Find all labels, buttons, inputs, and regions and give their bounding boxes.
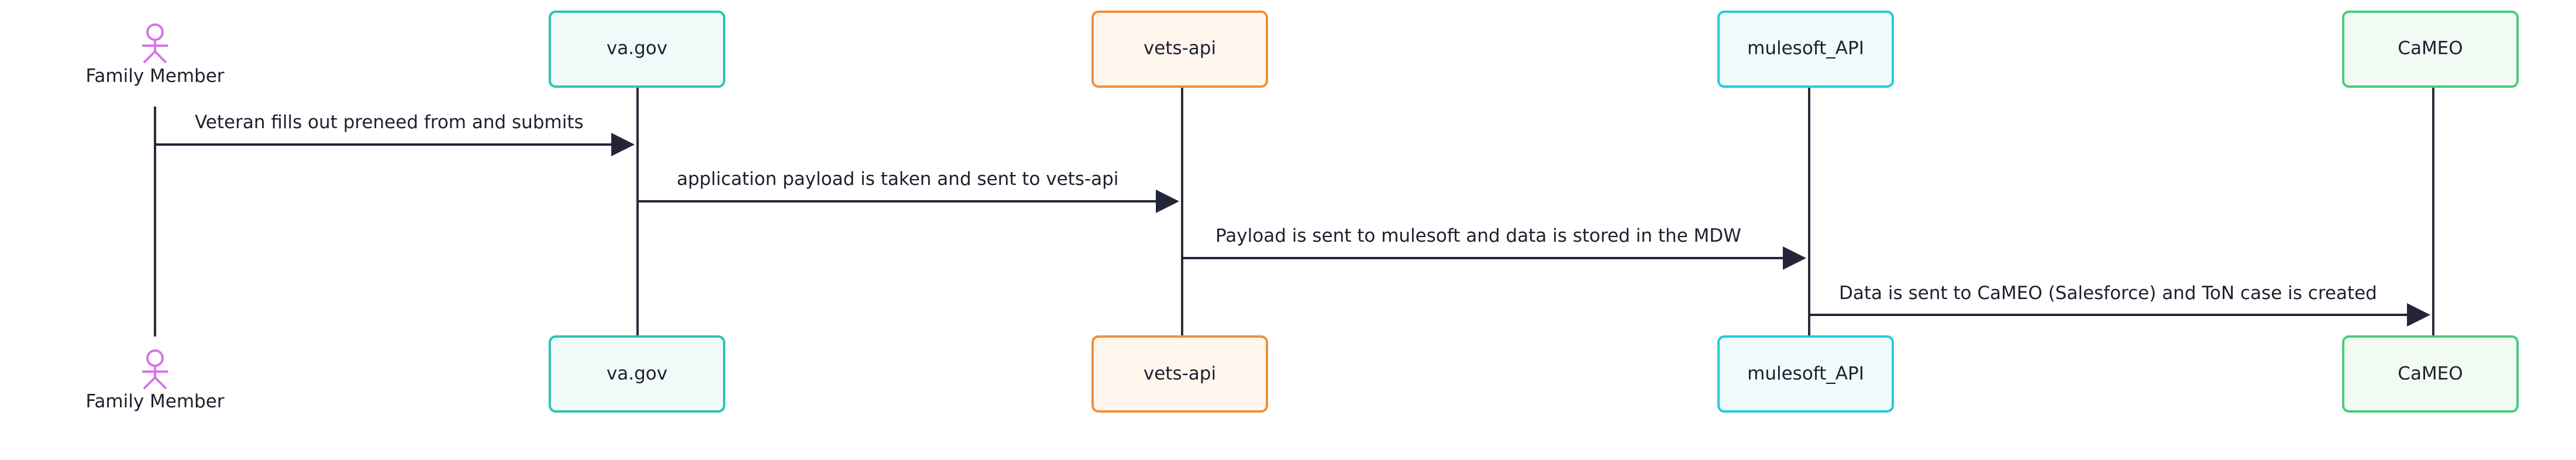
- participant-box: [549, 11, 725, 88]
- participant-mulesoft-api-bottom: mulesoft_API: [1717, 335, 1894, 413]
- message-label: Payload is sent to mulesoft and data is …: [1215, 225, 1741, 246]
- actor-left-leg: [143, 376, 156, 390]
- message-label: application payload is taken and sent to…: [677, 169, 1118, 190]
- participant-box: [2342, 11, 2519, 88]
- participant-box: [1717, 335, 1894, 413]
- actor-right-leg: [154, 50, 167, 64]
- participant-label: va.gov: [607, 38, 667, 59]
- participant-cameo-top: CaMEO: [2342, 11, 2519, 88]
- message-1: Veteran fills out preneed from and submi…: [155, 112, 635, 156]
- participant-vets-api-bottom: vets-api: [1091, 335, 1268, 413]
- participant-label: vets-api: [1144, 363, 1216, 385]
- participant-label: CaMEO: [2398, 38, 2463, 59]
- participant-label: va.gov: [607, 363, 667, 385]
- actor-label-top: Family Member: [85, 66, 224, 87]
- participant-label: mulesoft_API: [1747, 363, 1864, 385]
- participant-box: [2342, 335, 2519, 413]
- actor-family-member-bottom: Family Member: [85, 349, 225, 412]
- actor-left-leg: [143, 50, 156, 64]
- participant-va-gov-top: va.gov: [549, 11, 725, 88]
- participant-label: mulesoft_API: [1747, 38, 1864, 59]
- participant-vets-api-top: vets-api: [1091, 11, 1268, 88]
- participant-label: CaMEO: [2398, 363, 2463, 385]
- participant-va-gov-bottom: va.gov: [549, 335, 725, 413]
- participant-cameo-bottom: CaMEO: [2342, 335, 2519, 413]
- actor-label-bottom: Family Member: [85, 391, 224, 412]
- actor-head: [146, 23, 164, 41]
- actor-family-member-top: Family Member: [85, 23, 225, 87]
- participant-box: [1091, 11, 1268, 88]
- message-label: Data is sent to CaMEO (Salesforce) and T…: [1839, 283, 2377, 304]
- message-2: application payload is taken and sent to…: [638, 169, 1179, 213]
- message-4: Data is sent to CaMEO (Salesforce) and T…: [1809, 283, 2430, 327]
- actor-head: [146, 349, 164, 367]
- actor-right-leg: [154, 376, 167, 390]
- participant-box: [1717, 11, 1894, 88]
- participant-box: [1091, 335, 1268, 413]
- participant-mulesoft-api-top: mulesoft_API: [1717, 11, 1894, 88]
- participant-box: [549, 335, 725, 413]
- message-label: Veteran fills out preneed from and submi…: [195, 112, 584, 133]
- message-3: Payload is sent to mulesoft and data is …: [1182, 225, 1806, 270]
- participant-label: vets-api: [1144, 38, 1216, 59]
